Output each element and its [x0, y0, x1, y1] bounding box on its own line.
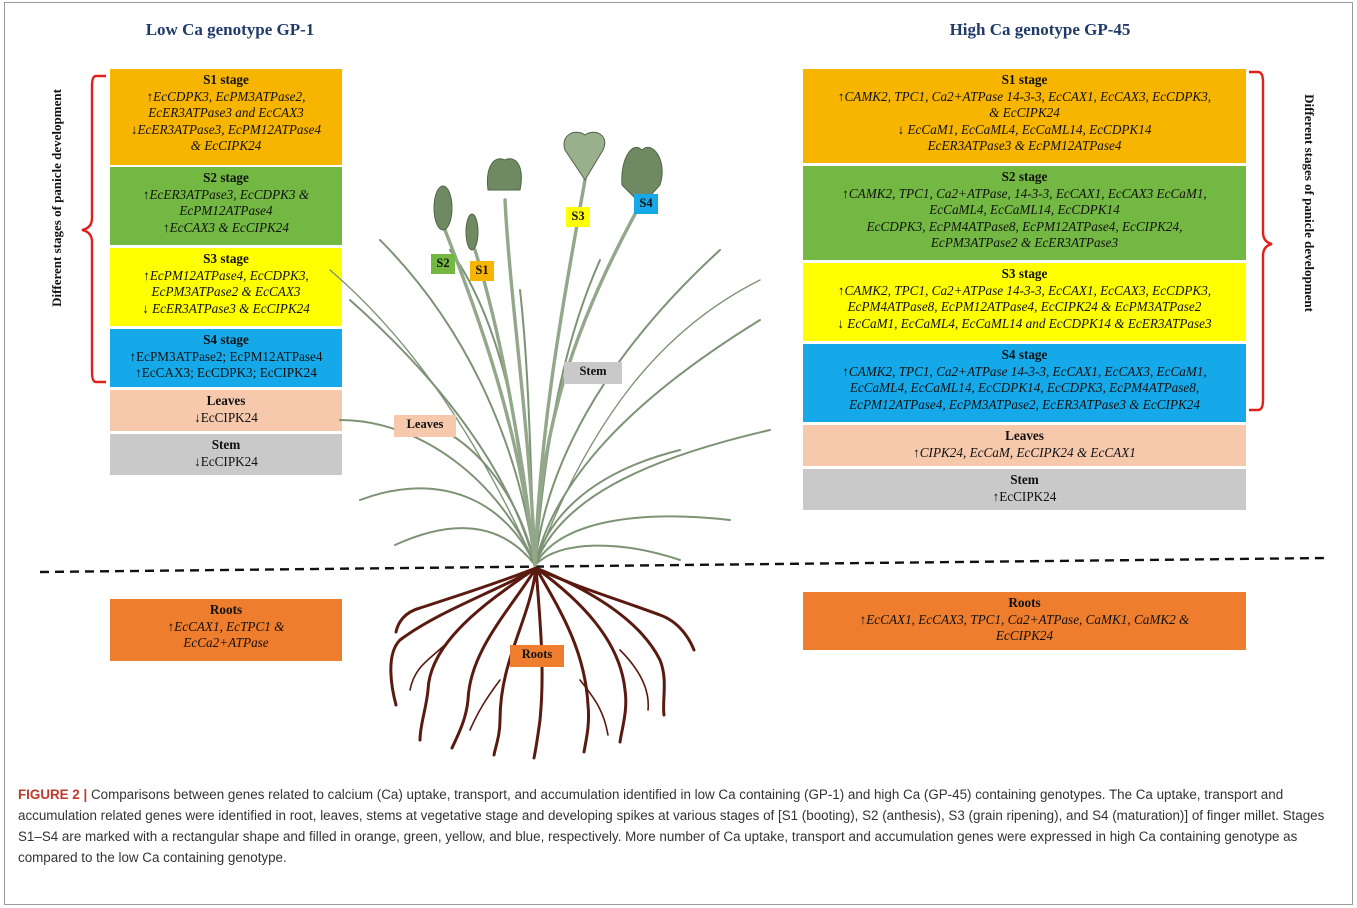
spikes-drawing [433, 131, 663, 251]
tag-s1: S1 [470, 261, 494, 281]
left-s4-box: S4 stage ↑EcPM3ATPase2; EcPM12ATPase4 ↑E… [110, 329, 342, 387]
tag-s2: S2 [431, 254, 455, 274]
tag-s4: S4 [634, 194, 658, 214]
right-s2-head: S2 stage [1001, 169, 1048, 184]
left-roots-box: Roots ↑EcCAX1, EcTPC1 & EcCa2+ATPase [110, 599, 342, 661]
right-s3-head: S3 stage [1001, 266, 1048, 281]
left-s4-text: ↑EcPM3ATPase2; EcPM12ATPase4 ↑EcCAX3; Ec… [129, 348, 323, 381]
figure-caption: FIGURE 2 | Comparisons between genes rel… [18, 784, 1338, 868]
left-stem-head: Stem [211, 437, 241, 452]
right-leaves-box: Leaves ↑CIPK24, EcCaM, EcCIPK24 & EcCAX1 [803, 425, 1246, 466]
left-s2-text: ↑EcER3ATPase3, EcCDPK3 & EcPM12ATPase4 ↑… [142, 186, 310, 235]
ground-line [39, 556, 1327, 574]
left-s3-text: ↑EcPM12ATPase4, EcCDPK3, EcPM3ATPase2 & … [142, 267, 310, 316]
tag-stem: Stem [564, 362, 622, 384]
tag-leaves: Leaves [394, 415, 456, 437]
right-s3-text: ↑CAMK2, TPC1, Ca2+ATPase 14-3-3, EcCAX1,… [837, 282, 1212, 331]
left-title: Low Ca genotype GP-1 [145, 20, 315, 39]
right-s3-box: S3 stage ↑CAMK2, TPC1, Ca2+ATPase 14-3-3… [803, 263, 1246, 341]
left-s1-box: S1 stage ↑EcCDPK3, EcPM3ATPase2, EcER3AT… [110, 69, 342, 165]
right-title: High Ca genotype GP-45 [949, 20, 1131, 39]
right-s4-box: S4 stage ↑CAMK2, TPC1, Ca2+ATPase 14-3-3… [803, 344, 1246, 422]
caption-text: Comparisons between genes related to cal… [18, 787, 1325, 865]
left-s2-head: S2 stage [203, 170, 249, 185]
left-s2-box: S2 stage ↑EcER3ATPase3, EcCDPK3 & EcPM12… [110, 167, 342, 245]
stems-drawing [443, 178, 642, 567]
figure-frame [4, 2, 1353, 905]
right-leaves-head: Leaves [1005, 428, 1044, 443]
left-s3-head: S3 stage [203, 251, 249, 266]
right-s1-text: ↑CAMK2, TPC1, Ca2+ATPase 14-3-3, EcCAX1,… [837, 88, 1212, 154]
left-roots-text: ↑EcCAX1, EcTPC1 & EcCa2+ATPase [167, 618, 285, 651]
left-stem-text: ↓EcCIPK24 [194, 453, 258, 469]
right-roots-text: ↑EcCAX1, EcCAX3, TPC1, Ca2+ATPase, CaMK1… [859, 611, 1190, 644]
left-leaves-box: Leaves ↓EcCIPK24 [110, 390, 342, 431]
plant-illustration [39, 70, 1327, 760]
right-stem-box: Stem ↑EcCIPK24 [803, 469, 1246, 510]
right-s2-box: S2 stage ↑CAMK2, TPC1, Ca2+ATPase, 14-3-… [803, 166, 1246, 260]
left-bracket [81, 74, 106, 384]
right-s2-text: ↑CAMK2, TPC1, Ca2+ATPase, 14-3-3, EcCAX1… [842, 185, 1207, 251]
right-stem-text: ↑EcCIPK24 [992, 488, 1057, 504]
right-roots-box: Roots ↑EcCAX1, EcCAX3, TPC1, Ca2+ATPase,… [803, 592, 1246, 650]
caption-label: FIGURE 2 | [18, 787, 88, 802]
left-leaves-head: Leaves [206, 393, 246, 408]
roots-drawing [389, 566, 696, 760]
left-leaves-text: ↓EcCIPK24 [194, 409, 258, 425]
tag-roots: Roots [510, 645, 564, 667]
right-s4-text: ↑CAMK2, TPC1, Ca2+ATPase 14-3-3, EcCAX1,… [842, 363, 1207, 412]
right-s4-head: S4 stage [1001, 347, 1048, 362]
right-roots-head: Roots [1008, 595, 1041, 610]
left-s1-head: S1 stage [203, 72, 249, 87]
right-bracket [1249, 70, 1273, 412]
right-s1-head: S1 stage [1001, 72, 1048, 87]
right-s1-box: S1 stage ↑CAMK2, TPC1, Ca2+ATPase 14-3-3… [803, 69, 1246, 163]
left-stem-box: Stem ↓EcCIPK24 [110, 434, 342, 475]
tag-s3: S3 [566, 207, 590, 227]
left-roots-head: Roots [209, 602, 243, 617]
left-s3-box: S3 stage ↑EcPM12ATPase4, EcCDPK3, EcPM3A… [110, 248, 342, 326]
left-s4-head: S4 stage [203, 332, 249, 347]
right-stem-head: Stem [1010, 472, 1039, 487]
left-s1-text: ↑EcCDPK3, EcPM3ATPase2, EcER3ATPase3 and… [130, 88, 322, 154]
right-leaves-text: ↑CIPK24, EcCaM, EcCIPK24 & EcCAX1 [913, 444, 1136, 460]
